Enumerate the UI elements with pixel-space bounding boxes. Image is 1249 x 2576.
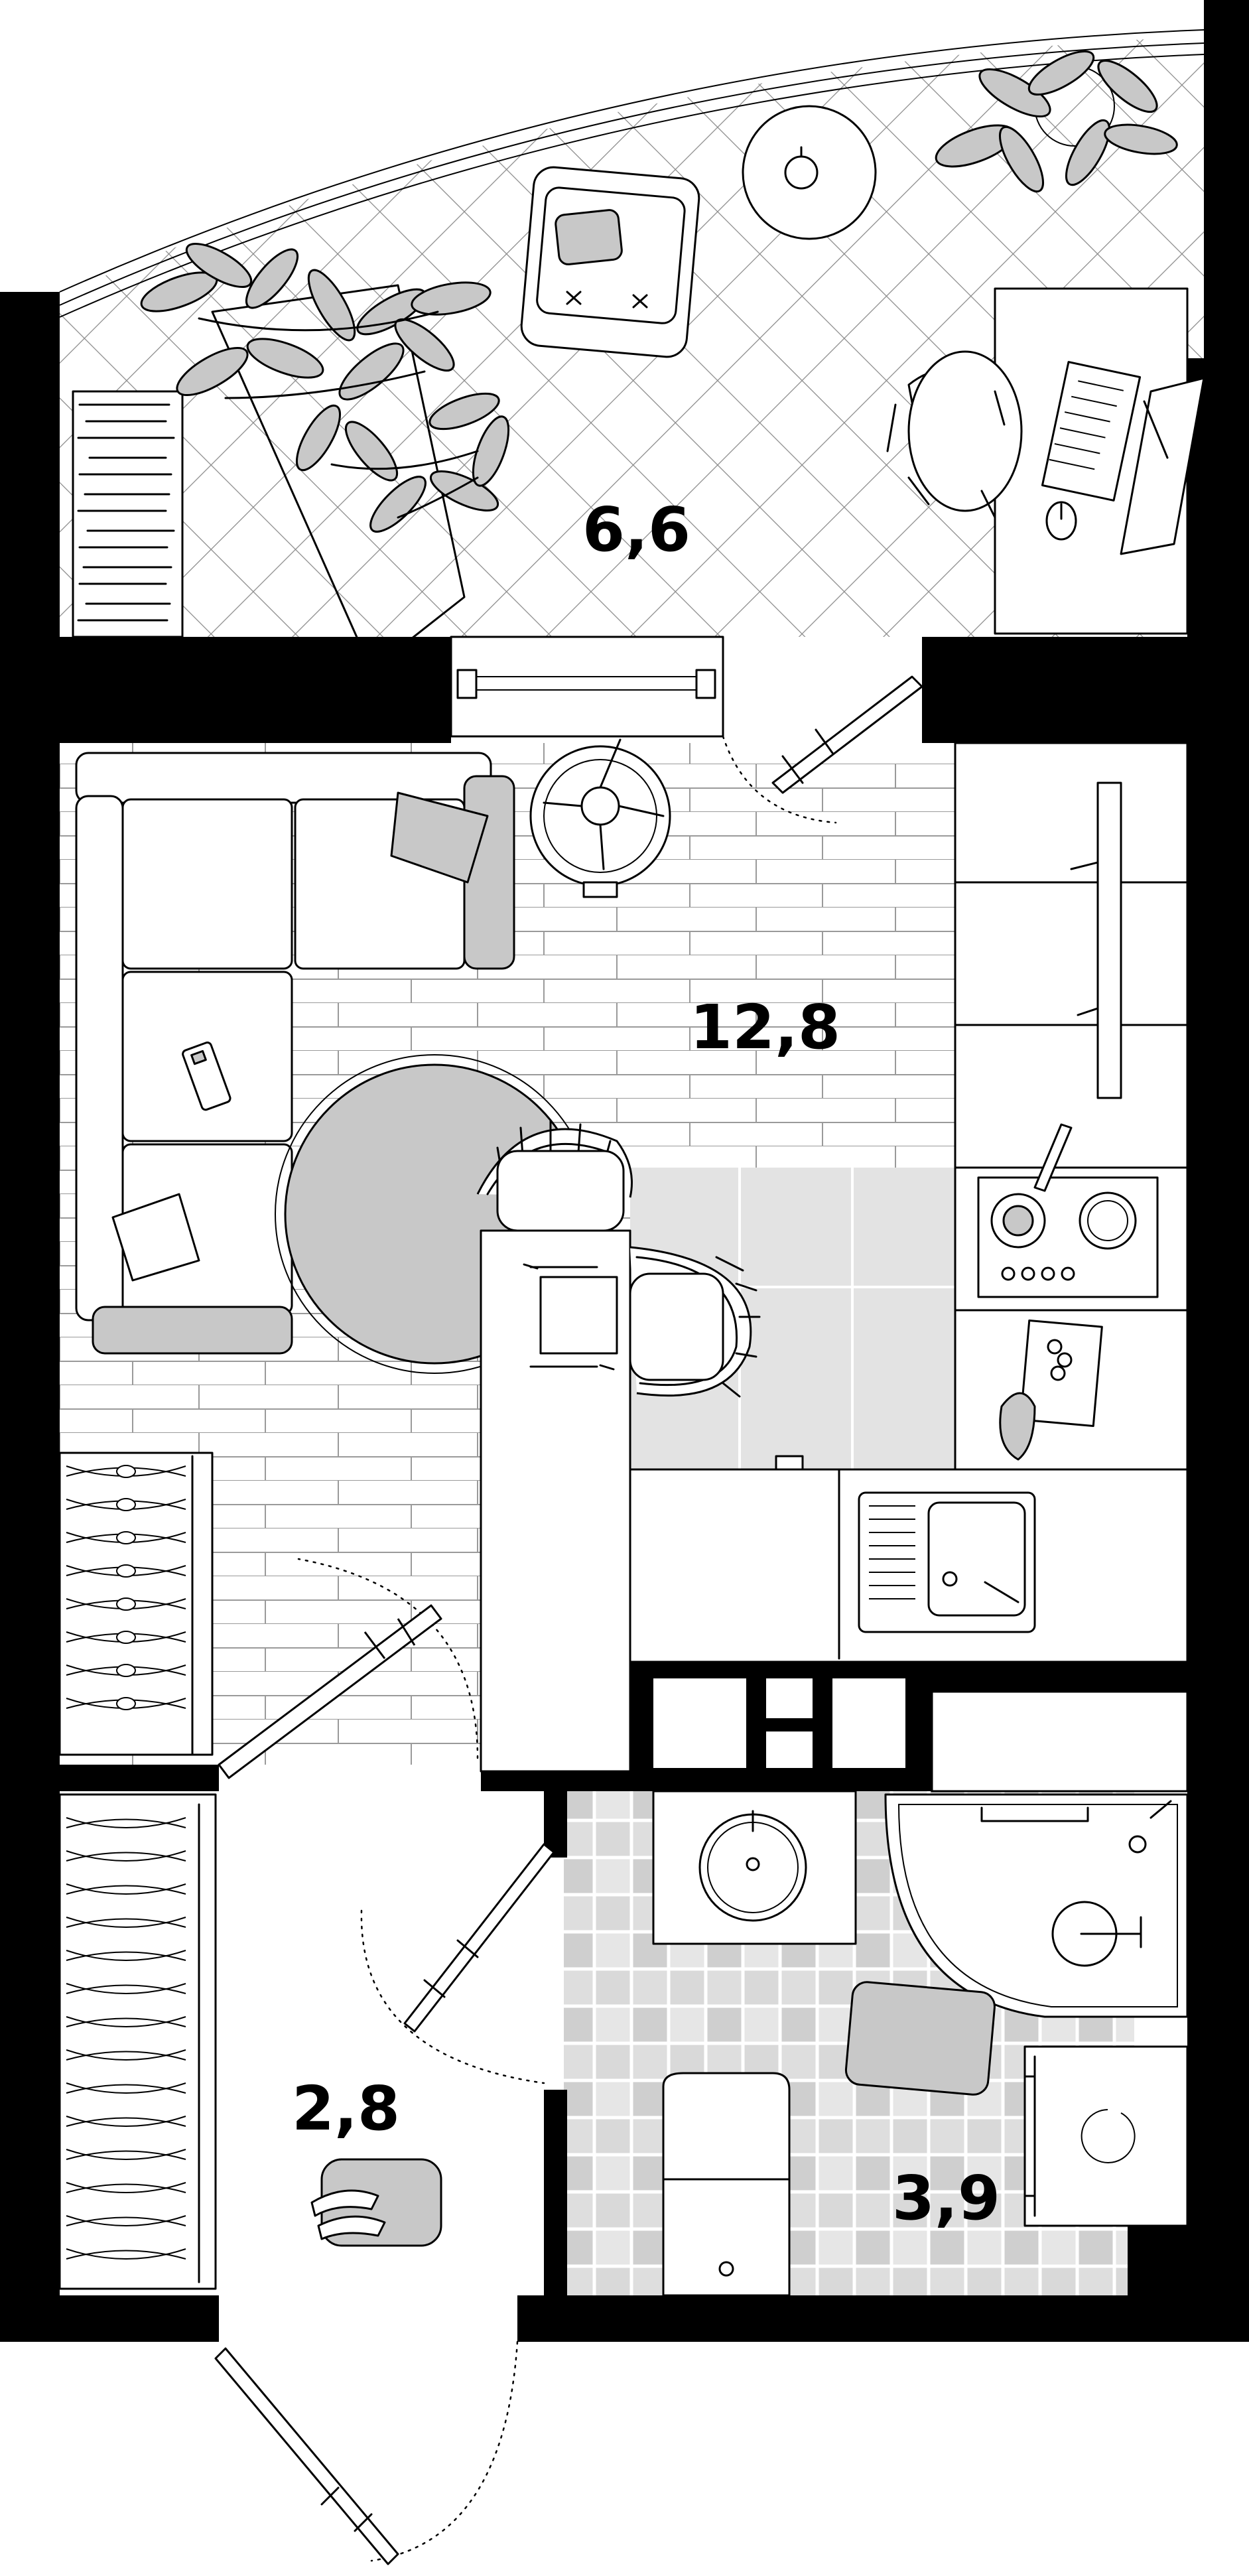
wall-right-top — [1204, 0, 1249, 358]
bar-chair-top — [476, 1120, 633, 1232]
area-labels: 6,6 12,8 2,8 3,9 — [292, 494, 1000, 2234]
wall-bath-top-right — [955, 1659, 1187, 1692]
fridge-edge — [775, 1455, 804, 1471]
wall-bottom-left — [0, 2295, 219, 2342]
shower — [884, 1793, 1189, 2018]
bookshelf — [72, 390, 184, 638]
wall-bottom-right — [517, 2295, 1249, 2342]
wardrobe-living — [58, 1452, 214, 1756]
kitchen — [629, 742, 1189, 1663]
shaft-1 — [653, 1678, 746, 1768]
bathroom-door — [360, 1843, 555, 2084]
living-door — [218, 1558, 479, 1779]
living-furniture — [58, 675, 923, 1779]
loggia-glazing-inner — [59, 42, 1205, 306]
shaft-3 — [766, 1731, 813, 1768]
plant-large — [140, 243, 510, 671]
hallway — [58, 1793, 555, 2565]
sink — [858, 1491, 1036, 1633]
window-frame-right — [695, 669, 716, 699]
shaft-right-cell — [931, 1690, 1189, 1793]
wall-loggia-right — [922, 637, 1249, 743]
desk — [994, 287, 1205, 635]
wall-hall-bath-low — [544, 2090, 567, 2295]
washing-machine — [1023, 2045, 1189, 2227]
area-label-loggia: 6,6 — [582, 494, 690, 565]
toilet — [662, 2072, 791, 2297]
walls — [0, 0, 1249, 2342]
shaft-4 — [832, 1678, 905, 1768]
office-chair — [886, 350, 1023, 519]
plant-corner — [935, 50, 1178, 193]
wardrobe-hall — [58, 1793, 217, 2290]
area-label-bathroom: 3,9 — [892, 2163, 1000, 2234]
wall-loggia-left — [0, 637, 451, 743]
loggia-glazing — [59, 29, 1205, 293]
balcony-door — [722, 675, 923, 824]
cooktop — [977, 1123, 1159, 1298]
bar-counter — [480, 1229, 631, 1773]
loggia-glazing-inner-2 — [59, 54, 1205, 318]
round-table — [742, 105, 877, 240]
washbasin — [652, 1790, 857, 1945]
window-glass — [476, 676, 696, 691]
loggia-furniture — [72, 50, 1205, 671]
floor-lamp — [529, 738, 671, 898]
cutting-board — [999, 1319, 1103, 1461]
shaft-2 — [766, 1678, 813, 1718]
window-frame-left — [456, 669, 478, 699]
bar-chair-right — [629, 1246, 761, 1398]
entrance-door — [214, 2340, 519, 2565]
tv — [1096, 781, 1122, 1099]
bath-mat — [844, 1981, 996, 2096]
area-label-living-room: 12,8 — [690, 992, 840, 1063]
corner-sofa — [75, 752, 515, 1355]
loggia-window-sill — [450, 636, 724, 738]
wall-left-outer — [0, 292, 60, 2342]
bathroom — [652, 1790, 1189, 2297]
armchair — [520, 166, 700, 358]
area-label-hallway: 2,8 — [292, 2073, 400, 2144]
wall-shaft-right — [905, 1659, 932, 1791]
wall-hall-top — [60, 1765, 219, 1791]
shoes-mat — [310, 2158, 442, 2247]
